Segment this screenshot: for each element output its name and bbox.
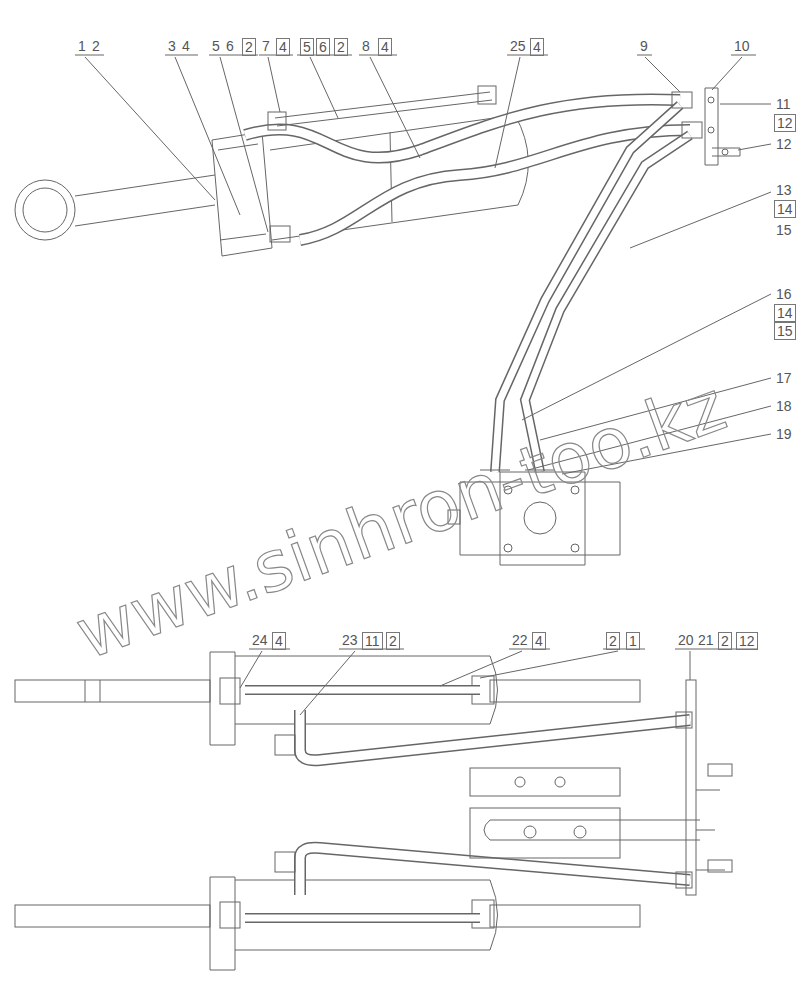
callout-number: 4 [530, 38, 544, 56]
callout-number: 12 [774, 114, 796, 132]
callout-number: 2 [606, 632, 620, 650]
callout-number: 4 [378, 38, 392, 56]
callout-number: 24 [252, 632, 268, 648]
callout-number: 19 [776, 426, 792, 442]
callout-number: 2 [718, 632, 732, 650]
callout-number: 15 [776, 222, 792, 238]
callout-number: 11 [362, 632, 383, 650]
callout-number: 3 [168, 38, 176, 54]
callout-number: 12 [736, 632, 758, 650]
callout-number: 4 [272, 632, 286, 650]
callout-number: 16 [776, 286, 792, 302]
callout-number: 9 [640, 38, 648, 54]
callout-number: 13 [776, 182, 792, 198]
watermark: www.sinhron-too.kz [65, 366, 734, 675]
callout-number: 18 [776, 398, 792, 414]
callout-number: 2 [386, 632, 400, 650]
callout-number: 2 [92, 38, 100, 54]
callout-number: 7 [262, 38, 270, 54]
callout-number: 5 [300, 38, 314, 56]
callout-number: 20 [678, 632, 694, 648]
callout-number: 6 [316, 38, 330, 56]
callout-number: 12 [776, 136, 792, 152]
callout-number: 22 [512, 632, 528, 648]
callout-number: 8 [362, 38, 370, 54]
callout-number: 14 [774, 304, 796, 322]
callout-number: 1 [626, 632, 640, 650]
callout-number: 1 [78, 38, 86, 54]
callout-number: 4 [532, 632, 546, 650]
callout-number: 21 [698, 632, 714, 648]
callout-number: 11 [776, 96, 791, 112]
callout-number: 15 [774, 322, 796, 340]
callout-number: 23 [342, 632, 358, 648]
callout-number: 17 [776, 370, 792, 386]
callout-number: 2 [334, 38, 348, 56]
callout-number: 10 [734, 38, 750, 54]
callout-number: 14 [774, 200, 796, 218]
callout-number: 2 [242, 38, 256, 56]
callout-number: 25 [510, 38, 526, 54]
callout-number: 5 [212, 38, 220, 54]
callout-number: 6 [226, 38, 234, 54]
callout-number: 4 [182, 38, 190, 54]
callout-number: 4 [276, 38, 290, 56]
